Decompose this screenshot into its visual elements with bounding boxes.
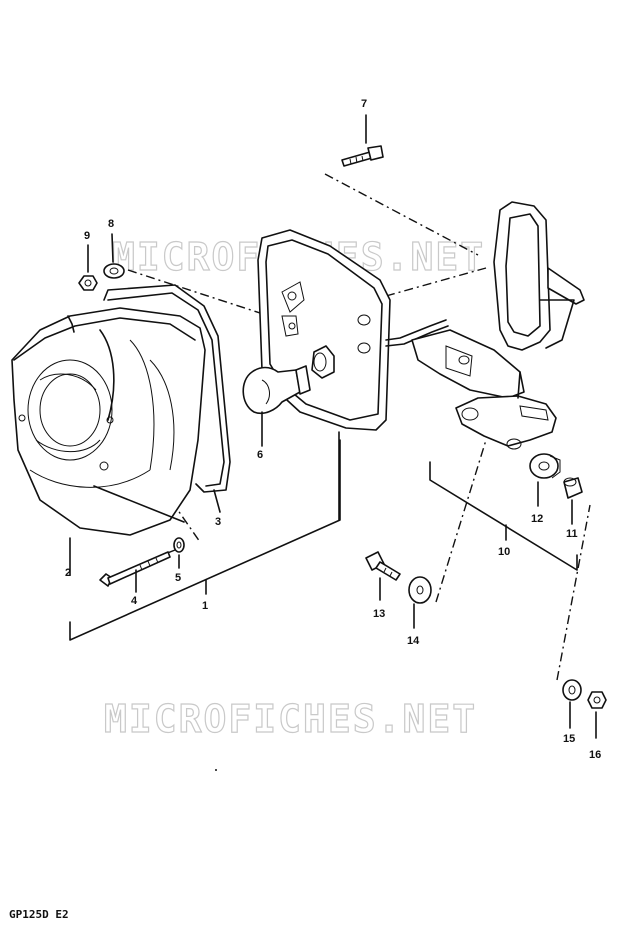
bolt-13 xyxy=(365,551,401,601)
washer-14 xyxy=(408,576,432,629)
watermark-bottom: MICROFICHES.NET xyxy=(104,697,477,741)
collar-11 xyxy=(563,477,583,525)
callout-11: 11 xyxy=(566,528,578,540)
diagram-caption: GP125D E2 xyxy=(9,908,69,921)
bulb-6 xyxy=(242,365,311,447)
bracket-set xyxy=(411,201,585,450)
callout-13: 13 xyxy=(373,608,385,620)
callout-3: 3 xyxy=(215,516,221,528)
screw-4 xyxy=(99,551,171,593)
callout-4: 4 xyxy=(131,595,138,607)
washer-5 xyxy=(173,537,185,569)
callout-16: 16 xyxy=(589,749,601,761)
callout-1: 1 xyxy=(202,600,208,612)
washer-15 xyxy=(562,679,582,729)
lens-2 xyxy=(11,307,206,576)
nut-16 xyxy=(587,691,607,739)
washer-8 xyxy=(103,233,125,279)
group-10-bracket xyxy=(429,461,578,571)
callout-9: 9 xyxy=(84,230,90,242)
callout-2: 2 xyxy=(65,567,71,579)
callout-5: 5 xyxy=(175,572,181,584)
callout-7: 7 xyxy=(361,98,367,110)
callout-14: 14 xyxy=(407,635,420,647)
callout-8: 8 xyxy=(108,218,114,230)
bolt-7 xyxy=(341,114,384,167)
stray-mark xyxy=(215,769,217,771)
callout-6: 6 xyxy=(257,449,263,461)
group-1-bracket xyxy=(69,439,341,641)
callout-15: 15 xyxy=(563,733,575,745)
cushion-12 xyxy=(529,453,561,507)
gasket-3 xyxy=(103,284,231,513)
callout-10: 10 xyxy=(498,546,510,558)
nut-9 xyxy=(78,244,98,291)
callout-labels: 7 9 8 6 3 2 5 4 1 12 11 10 13 14 15 16 xyxy=(65,98,601,761)
callout-12: 12 xyxy=(531,513,543,525)
